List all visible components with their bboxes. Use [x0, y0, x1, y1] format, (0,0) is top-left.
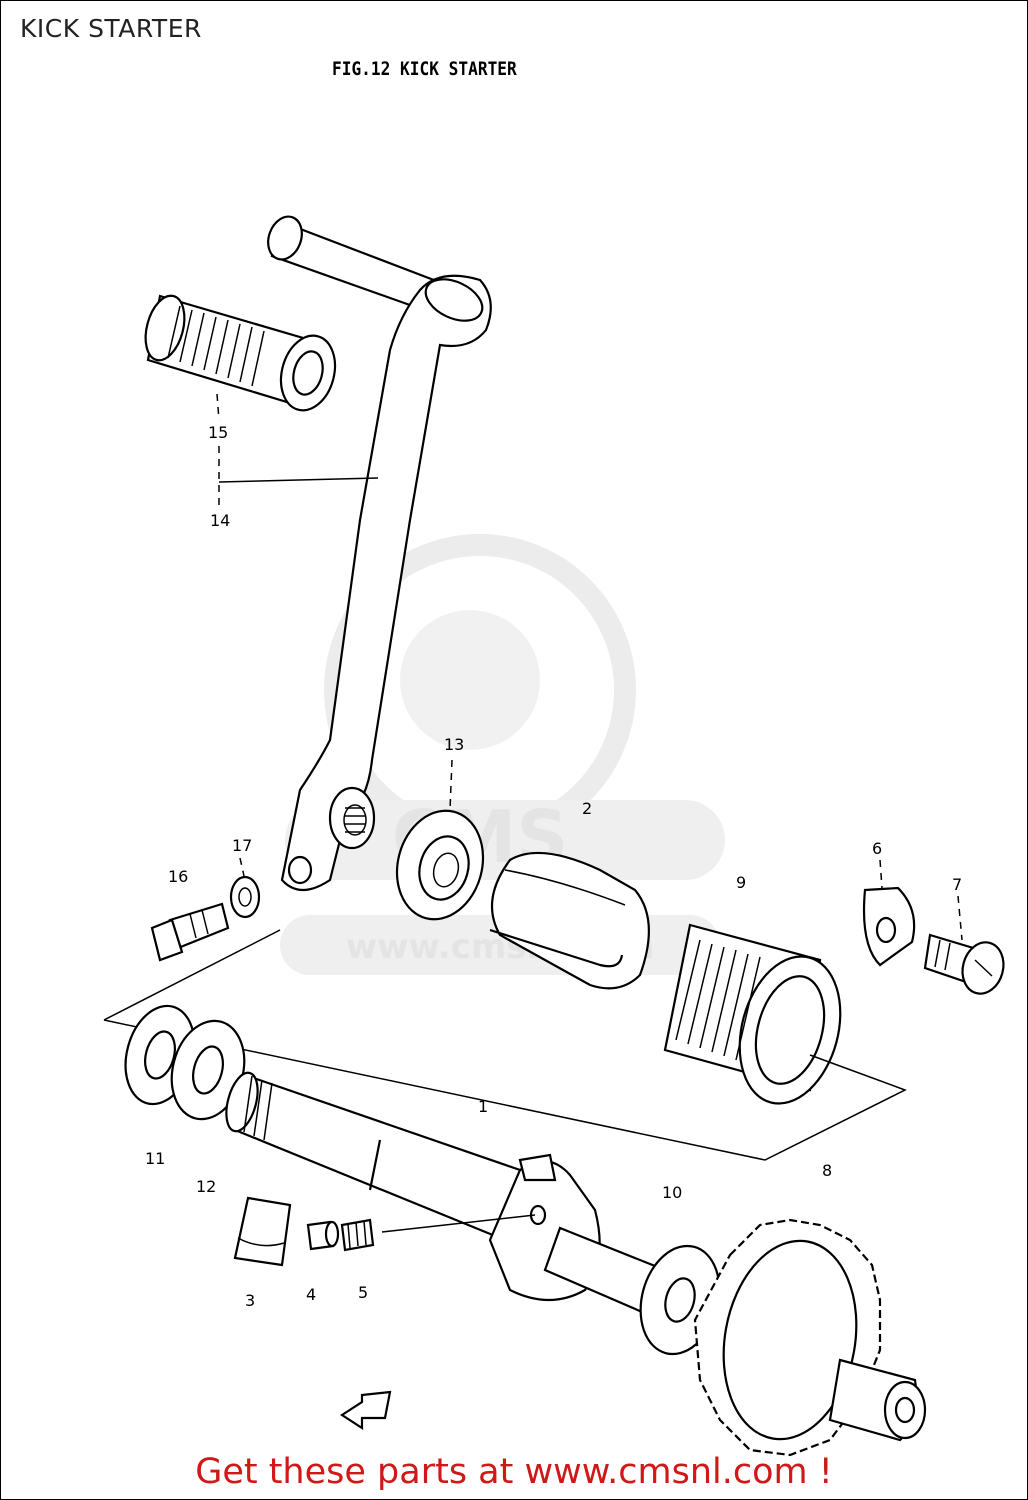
callout-1: 1 — [478, 1097, 488, 1116]
part-4-pin[interactable] — [306, 1220, 340, 1251]
callout-6: 6 — [872, 839, 882, 858]
callout-8: 8 — [822, 1161, 832, 1180]
callout-12: 12 — [196, 1177, 216, 1196]
callout-labels: 15 14 13 2 17 16 6 9 7 1 11 12 8 10 3 4 … — [145, 423, 962, 1310]
part-16-bolt[interactable] — [150, 902, 230, 962]
callout-9: 9 — [736, 873, 746, 892]
kick-gear[interactable] — [693, 1218, 927, 1457]
part-15-kick-grip[interactable] — [139, 291, 343, 416]
figure-title: FIG.12 KICK STARTER — [332, 58, 517, 80]
part-3-kick-pawl[interactable] — [233, 1196, 292, 1267]
cmsnl-parts-link[interactable]: Get these parts at www.cmsnl.com ! — [195, 1452, 833, 1492]
callout-17: 17 — [232, 836, 252, 855]
callout-10: 10 — [662, 1183, 682, 1202]
callout-13: 13 — [444, 735, 464, 754]
part-14-kick-lever[interactable] — [262, 212, 492, 892]
callout-15: 15 — [208, 423, 228, 442]
callout-14: 14 — [210, 511, 230, 530]
leader-lines — [216, 393, 963, 1233]
callout-5: 5 — [358, 1283, 368, 1302]
direction-arrow-icon — [339, 1390, 392, 1431]
callout-7: 7 — [952, 875, 962, 894]
assembly-outline — [103, 929, 907, 1161]
callout-4: 4 — [306, 1285, 316, 1304]
watermark-logo-face — [400, 610, 540, 750]
callout-16: 16 — [168, 867, 188, 886]
part-17-washer[interactable] — [229, 875, 261, 919]
part-2-kick-guide[interactable] — [489, 851, 650, 990]
part-7-bolt[interactable] — [923, 933, 1009, 998]
callout-11: 11 — [145, 1149, 165, 1168]
page-title: KICK STARTER — [20, 14, 202, 43]
callout-2: 2 — [582, 799, 592, 818]
watermark-banner — [285, 800, 725, 880]
part-5-pawl-spring[interactable] — [340, 1218, 375, 1252]
part-6-stopper[interactable] — [862, 886, 916, 967]
part-9-kick-spring[interactable] — [663, 923, 856, 1115]
callout-3: 3 — [245, 1291, 255, 1310]
part-13-oil-seal[interactable] — [385, 801, 495, 929]
